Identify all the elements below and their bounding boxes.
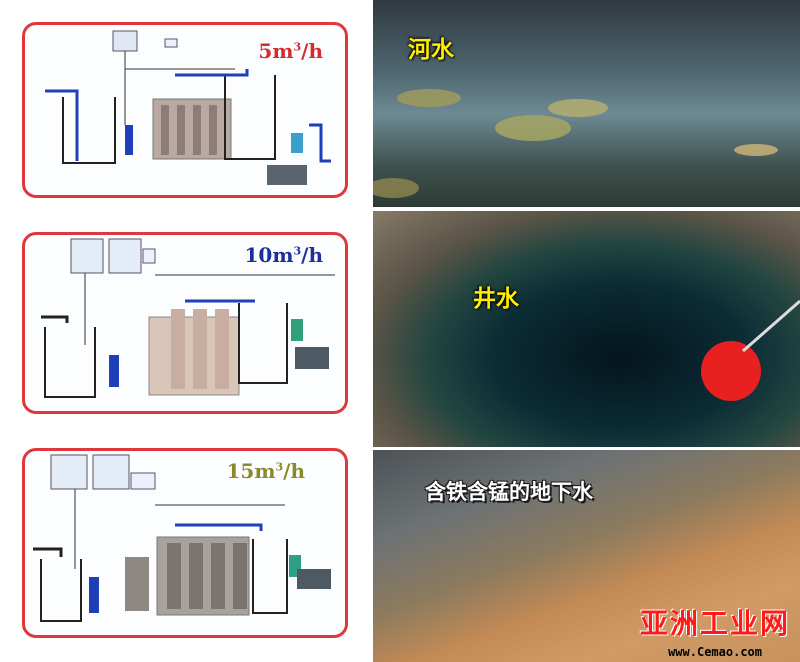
filter-column [177,105,185,155]
water-treatment-diagram-10 [41,238,335,398]
control-box [108,238,142,274]
filter-column [161,105,169,155]
filter-column [211,543,225,609]
control-box [70,238,104,274]
pressure-tank [291,133,303,153]
pressure-tank [291,319,303,341]
inlet-pipe [45,89,79,161]
flow-rate-label: 5m3/h [258,39,323,63]
river-water-photo: 河水 [373,0,800,207]
pipe [175,69,249,77]
booster-pump [295,347,329,369]
filter-column [171,309,185,389]
control-box-small [164,38,178,48]
raw-water-tank [40,559,82,622]
control-box [112,30,138,52]
pump [125,125,133,155]
control-box-small [142,248,156,264]
watermark-url: www.Cemao.com [668,645,762,659]
well-water-photo: 井水 [373,211,800,447]
diagram-panel-15: 15m3/h [22,448,348,638]
control-box [50,454,88,490]
booster-pump [267,165,307,185]
pipe [175,523,263,531]
filter-column [233,543,247,609]
well-float [701,299,800,401]
raw-water-tank [44,327,96,398]
groundwater-photo: 含铁含锰的地下水 亚洲工业网 www.Cemao.com [373,450,800,662]
outlet-pipe [309,123,331,163]
pre-filter [125,557,149,611]
inlet-pipe [41,315,69,323]
filter-column [189,543,203,609]
clean-water-tank [252,539,288,614]
lily-pads [373,89,778,198]
clean-water-tank [238,303,288,384]
filter-column [193,105,201,155]
water-treatment-diagram-15 [33,454,331,622]
pump [89,577,99,613]
control-box-small [130,472,156,490]
photo-label: 井水 [473,286,519,312]
filter-column [167,543,181,609]
filter-column [215,309,229,389]
diagram-panel-10: 10m3/h [22,232,348,414]
control-box [92,454,130,490]
filter-column [209,105,217,155]
clean-water-tank [224,75,276,160]
raw-water-tank [62,97,116,164]
diagram-panel-5: 5m3/h [22,22,348,198]
watermark-brand: 亚洲工业网 [639,607,790,640]
inlet-pipe [33,547,63,557]
booster-pump [297,569,331,589]
water-treatment-diagram-5 [45,30,331,185]
photo-label: 河水 [408,37,454,63]
filter-column [193,309,207,389]
pump [109,355,119,387]
flow-rate-label: 15m3/h [226,459,305,483]
flow-rate-label: 10m3/h [244,243,323,267]
photo-label: 含铁含锰的地下水 [425,480,593,504]
